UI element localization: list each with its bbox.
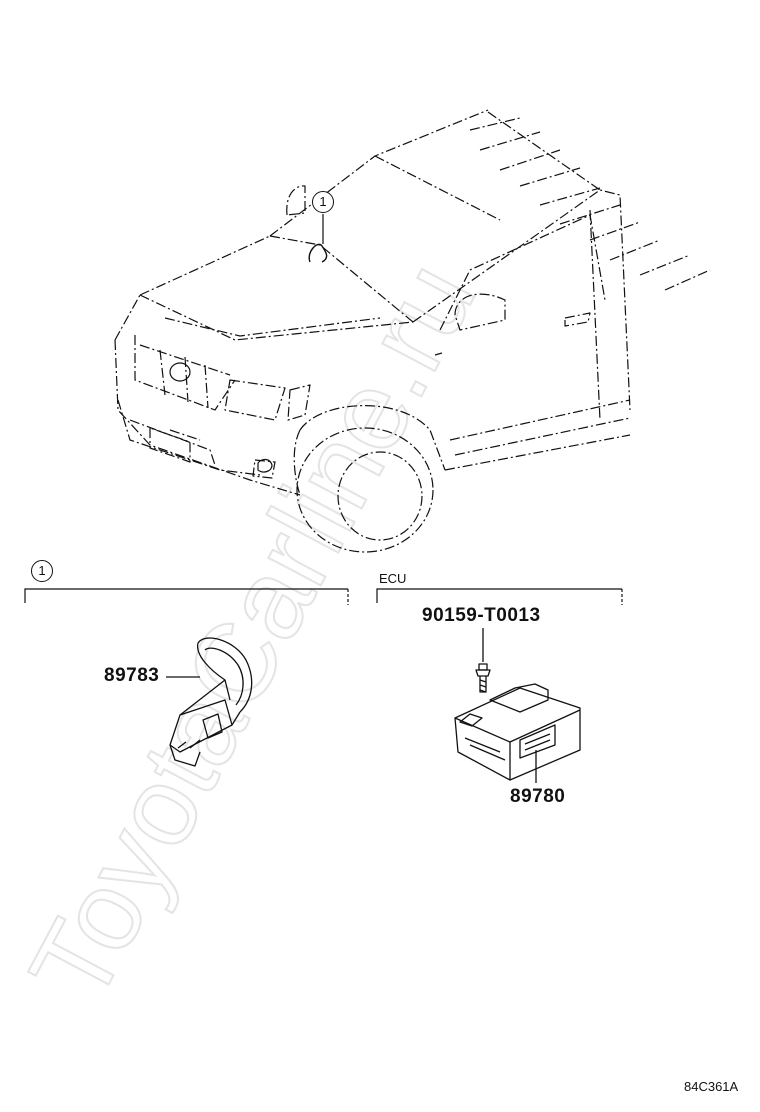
bracket-left [24, 588, 348, 603]
ecu-part [454, 683, 581, 781]
callout-1-section: 1 [31, 560, 53, 582]
bracket-right [376, 588, 622, 603]
sensor-part [169, 637, 253, 767]
bolt-part [475, 663, 491, 693]
section-title-ecu: ECU [379, 571, 407, 586]
part-number-89780: 89780 [510, 786, 566, 807]
part-number-90159-t0013: 90159-T0013 [422, 605, 541, 626]
part-number-89783: 89783 [104, 665, 160, 686]
callout-1-vehicle: 1 [312, 191, 334, 213]
figure-code: 84C361A [684, 1079, 739, 1094]
